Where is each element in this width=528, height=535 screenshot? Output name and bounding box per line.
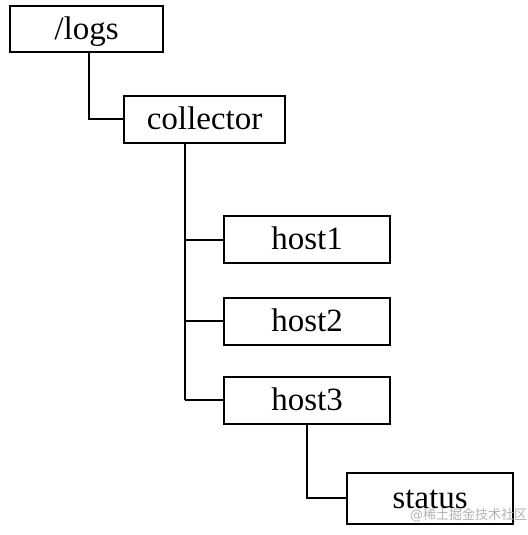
connector-logs-collector (88, 53, 123, 120)
watermark: @稀土掘金技术社区 (410, 508, 528, 523)
tree-node-host3: host3 (223, 376, 391, 425)
tree-node-host2: host2 (223, 297, 391, 346)
tree-node-status-label: status (392, 480, 468, 516)
tree-node-logs-label: /logs (54, 10, 119, 47)
tree-node-status: status (346, 472, 514, 525)
tree-node-collector-label: collector (146, 101, 263, 137)
connector-host3-status (306, 425, 346, 499)
tree-node-host2-label: host2 (271, 303, 343, 339)
tree-node-logs: /logs (9, 5, 164, 53)
tree-node-collector: collector (123, 95, 286, 144)
tree-node-host1-label: host1 (271, 221, 343, 257)
tree-node-host3-label: host3 (271, 382, 343, 418)
tree-node-host1: host1 (223, 215, 391, 264)
